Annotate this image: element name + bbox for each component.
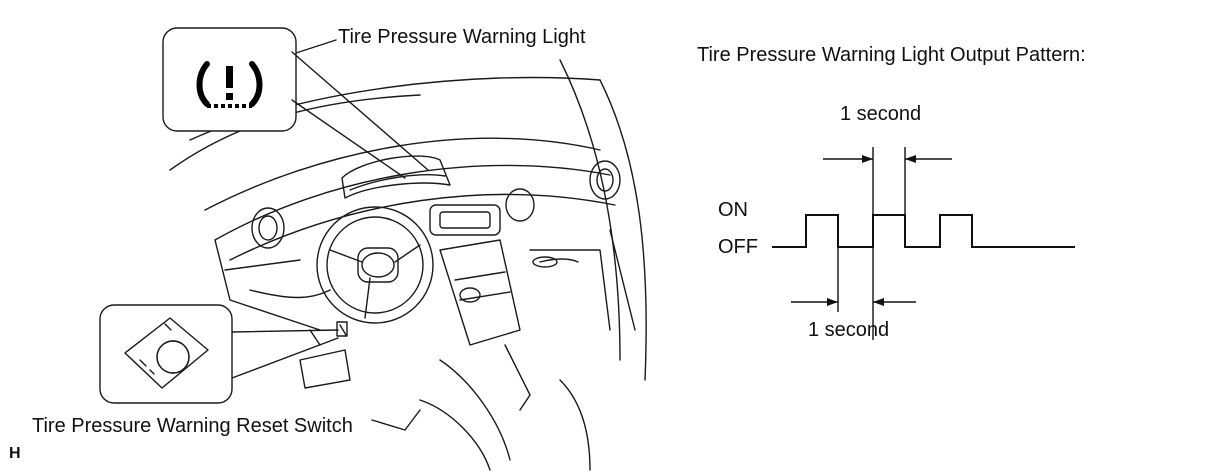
off-level-label: OFF bbox=[718, 236, 758, 258]
corner-mark: H bbox=[9, 445, 21, 462]
tire-pressure-warning-icon bbox=[196, 61, 263, 108]
top-interval-label: 1 second bbox=[840, 103, 922, 125]
warning-light-label: Tire Pressure Warning Light bbox=[338, 26, 586, 48]
on-level-label: ON bbox=[718, 199, 748, 221]
reset-switch-label: Tire Pressure Warning Reset Switch bbox=[32, 415, 353, 437]
reset-switch-icon bbox=[124, 317, 209, 389]
pattern-title: Tire Pressure Warning Light Output Patte… bbox=[697, 44, 1086, 66]
waveform-line bbox=[772, 214, 1075, 248]
bottom-interval-label: 1 second bbox=[808, 319, 890, 341]
